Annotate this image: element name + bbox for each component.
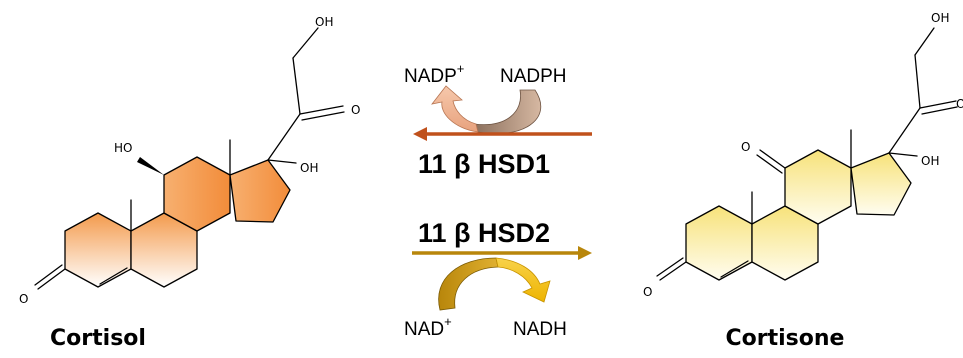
atom-oh-17: OH: [921, 154, 939, 168]
nadh-curved-arrow: [495, 257, 551, 303]
c3-o-bond: [37, 268, 66, 290]
atom-oh-21: OH: [931, 11, 949, 25]
cofactor-nad-plus: NAD+: [404, 314, 452, 340]
c11-wedge-bond: [137, 157, 164, 175]
compound-name-cortisol: Cortisol: [50, 326, 146, 351]
compound-name-cortisone: Cortisone: [726, 326, 845, 351]
ring-d: [229, 159, 291, 223]
nadph-curved-arrow: [473, 89, 542, 135]
ring-fills: [64, 156, 291, 288]
hsd1-arrow-head: [413, 127, 427, 141]
c17-c20-bond: [267, 113, 301, 161]
ring-fills: [685, 149, 912, 281]
c11-o-double-bond: [759, 149, 786, 169]
cofactor-nadh: NADH: [513, 319, 567, 340]
c17-c20-bond: [888, 107, 921, 154]
c21-oh-bond: [914, 27, 935, 56]
c17-oh-bond: [267, 159, 297, 164]
c4-c5-double-bond: [99, 267, 128, 285]
cortisol-structure: O HO OH O OH: [19, 15, 360, 306]
c4-c5-double-bond: [720, 260, 749, 278]
atom-o-11: O: [741, 140, 750, 154]
c20-c21-bond: [292, 57, 301, 115]
c20-o-double-bond: [299, 105, 344, 115]
c21-oh-bond: [292, 27, 319, 59]
atom-o-20: O: [351, 103, 360, 117]
cofactor-nadph: NADPH: [500, 66, 567, 87]
hsd2-arrow-head: [578, 246, 592, 260]
atom-o-3: O: [19, 292, 28, 306]
atom-oh-17: OH: [300, 161, 318, 175]
c20-o-double-bond: [919, 100, 957, 109]
reaction-hsd1: NADP+ NADPH 11 β HSD1: [404, 61, 592, 179]
ring-a: [685, 205, 753, 281]
reaction-hsd2: 11 β HSD2 NAD+ NADH: [404, 218, 592, 340]
cortisone-structure: O O OH O OH: [643, 11, 963, 299]
c20-c21-bond: [914, 54, 921, 109]
cofactor-nadp-plus: NADP+: [404, 61, 464, 87]
atom-oh-21: OH: [315, 15, 333, 29]
atom-o-3: O: [643, 285, 652, 299]
nad-curved-arrow: [438, 257, 499, 311]
ring-d: [850, 152, 912, 216]
ring-a: [64, 212, 132, 288]
c17-oh-bond: [888, 152, 918, 157]
enzyme-label-hsd1: 11 β HSD1: [418, 149, 550, 179]
atom-o-20: O: [956, 97, 963, 111]
nadp-curved-arrow: [431, 85, 479, 133]
enzyme-label-hsd2: 11 β HSD2: [418, 218, 550, 248]
c3-o-bond: [659, 261, 687, 281]
atom-ho-11: HO: [114, 141, 132, 155]
